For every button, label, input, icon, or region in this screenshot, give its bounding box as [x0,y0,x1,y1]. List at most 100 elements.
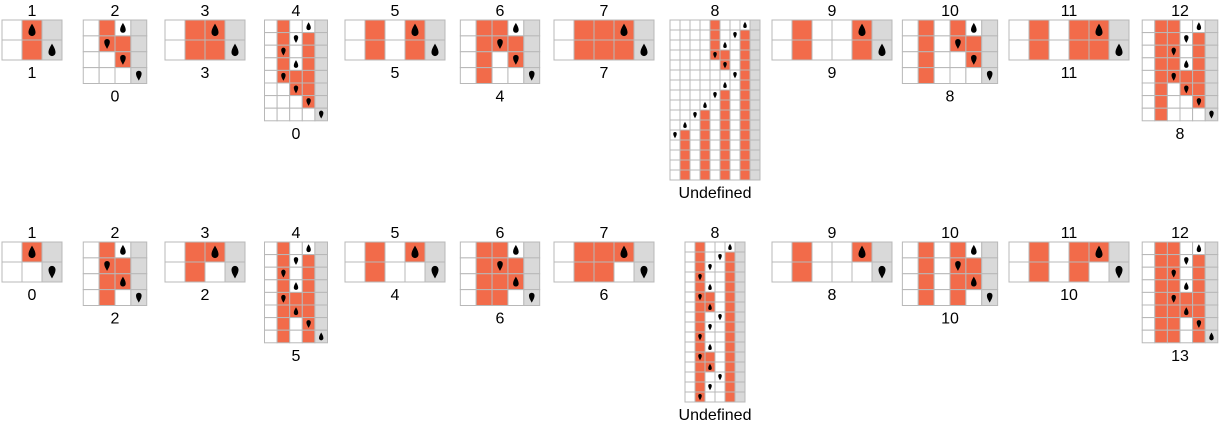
tape-cell [459,19,477,37]
tape-cell-active [276,254,291,268]
tape-cell [289,107,303,122]
tape-cell [314,69,328,84]
tape-cell-active [364,261,386,283]
tape-cell-active [719,119,731,131]
head-up-icon [1184,282,1189,290]
tape-cell-active [1166,304,1181,319]
tape-cell [981,273,999,291]
head-up-icon [620,23,628,37]
tape-cell [289,19,303,34]
head-down-icon [528,292,535,303]
head-down-icon [673,131,677,139]
tape-cell [684,251,696,263]
tape-cell [1179,241,1194,256]
head-up-icon [120,276,126,287]
tape-cell [224,241,246,263]
tape-cell-active [475,51,493,69]
tape-cell [669,119,681,131]
tape-cell [933,51,951,69]
tape-cell [1008,261,1030,283]
tape-cell [1179,107,1194,122]
tape-cell-active [475,289,493,306]
tape-cell [1204,304,1219,319]
tape-cell [1166,82,1181,97]
panel-result: 2 [201,287,210,304]
tape-cell [164,39,186,61]
tape-cell-active [699,139,711,151]
tape-cell [1,261,23,283]
tape-cell [871,241,893,263]
tape-cell [729,59,741,71]
head-up-icon [728,243,732,251]
tape-cell [204,261,226,283]
tape-cell [689,149,701,161]
tape-cell [523,241,541,259]
tape-cell [734,271,746,283]
tape-cell [1008,241,1030,263]
head-up-icon [1209,332,1214,341]
tape-cell-active [694,371,706,383]
tape-cell [264,329,278,344]
tape-cell [1179,19,1194,34]
tape-cell [684,331,696,343]
tape-cell-active [301,57,316,71]
tape-cell-active [276,304,291,319]
tape-cell [749,99,761,111]
tape-cell [314,266,328,281]
tape-cell-active [699,129,711,141]
head-down-icon [713,91,717,99]
tape-cell [384,39,406,61]
tape-cell-active [719,89,731,101]
panel-result: 8 [828,287,837,304]
tape-cell-active [491,241,509,259]
tape-cell [82,19,100,37]
tape-cell [1204,95,1219,109]
head-up-icon [971,244,977,255]
head-up-icon [411,245,419,259]
tape-cell-active [739,39,751,51]
tape-cell [901,289,919,306]
head-up-icon [971,22,977,33]
tape-cell-active [114,257,132,275]
tape-cell-active [1154,69,1168,84]
tape-cell [314,304,328,319]
tape-cell [523,35,541,53]
tape-cell [424,241,446,263]
machine-panel: 32 [164,225,246,304]
tape-cell [276,107,291,122]
tape-cell [734,361,746,373]
tape-cell [714,331,726,343]
head-down-icon [718,313,722,321]
tape-cell-active [917,289,935,306]
tape-cell-active [719,149,731,161]
tape-cell-active [704,351,716,363]
panel-title: 4 [292,225,301,242]
head-up-icon [858,23,866,37]
head-down-icon [513,54,519,65]
tape-cell [264,32,278,46]
tape-cell-active [1154,304,1168,319]
tape-cell [679,19,691,31]
tape-cell [933,19,951,37]
machine-panel: 98 [771,225,893,304]
tape-cell [949,51,967,69]
panel-result: 0 [28,287,37,304]
tape-cell-active [724,321,736,333]
head-down-icon [1184,85,1189,94]
head-down-icon [878,265,886,279]
panel-result: Undefined [679,185,752,202]
tape-cell [689,139,701,151]
tape-cell [734,281,746,293]
tape-cell-active [613,39,635,61]
head-down-icon [497,38,503,49]
tape-cell [689,39,701,51]
panel-title: 11 [1061,3,1078,20]
tape-cell [734,331,746,343]
tape-cell [689,89,701,101]
tape-cell [729,19,741,31]
tape-cell [729,109,741,121]
tape-cell [734,381,746,393]
tape-cell-active [699,119,711,131]
